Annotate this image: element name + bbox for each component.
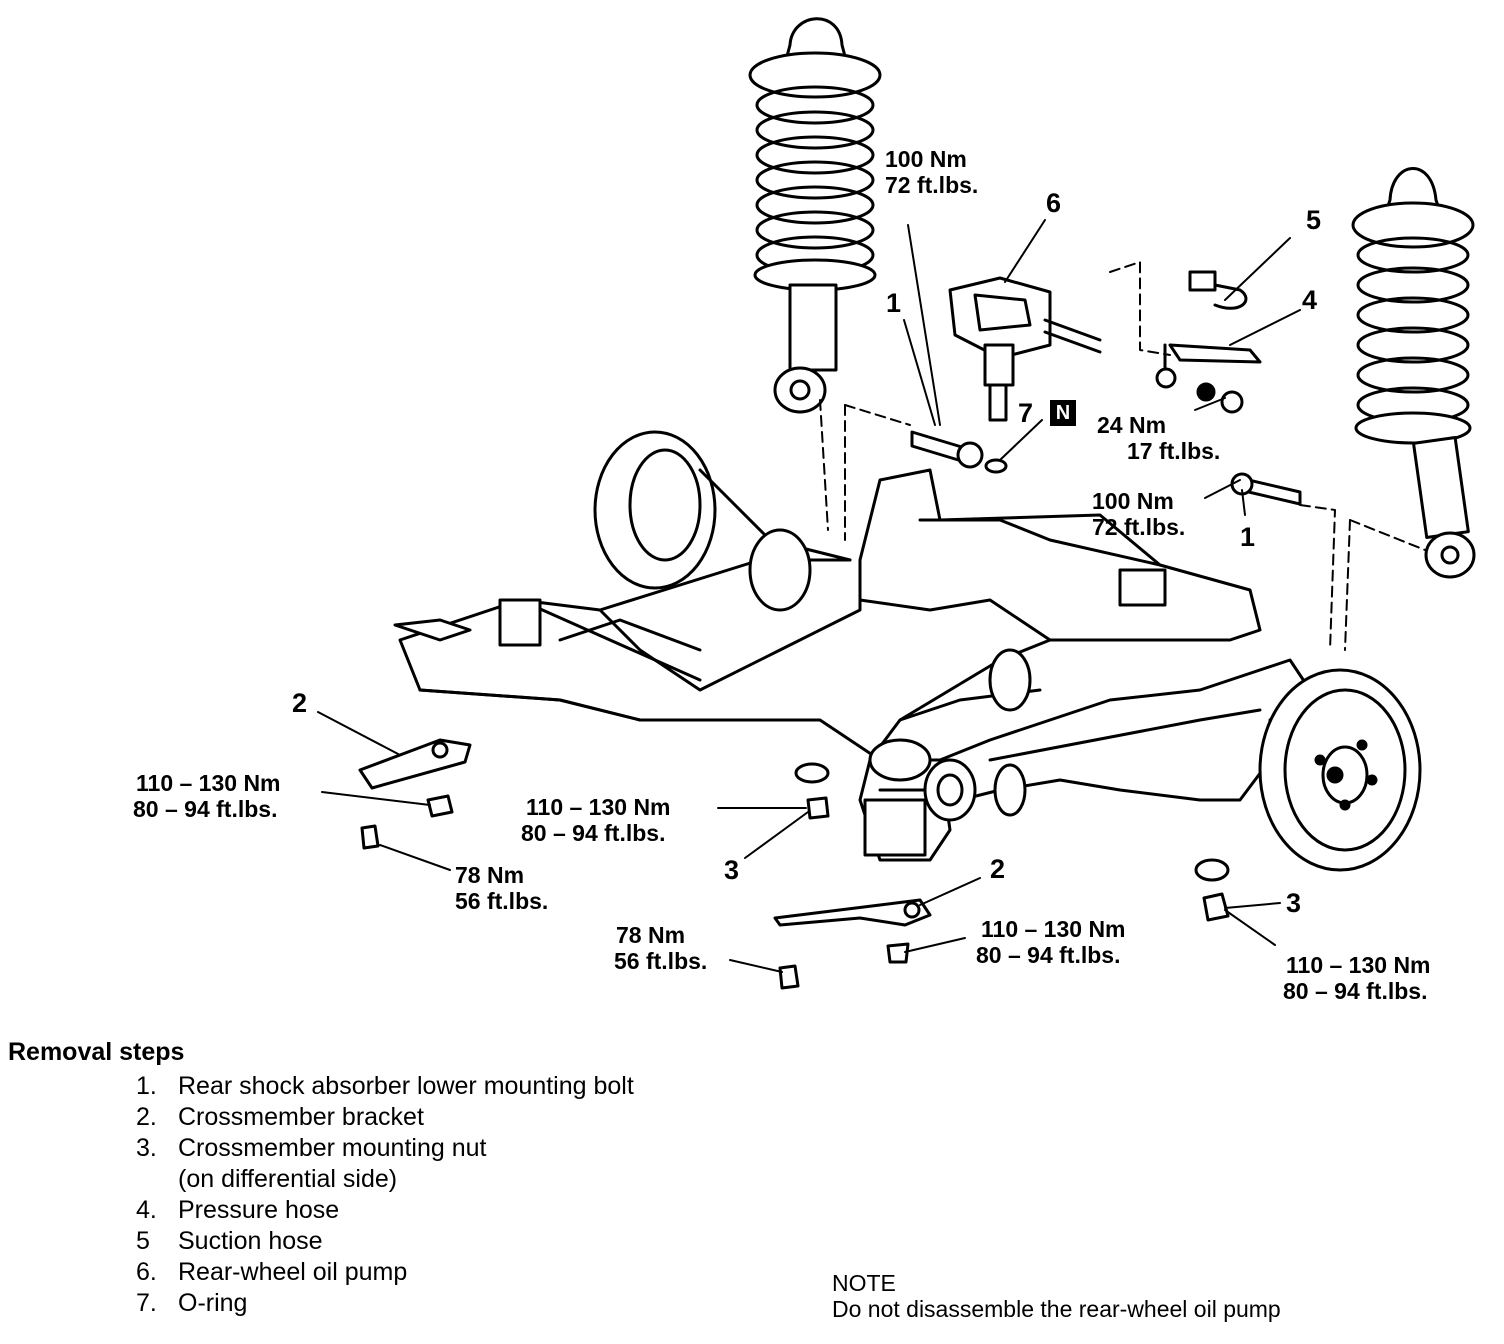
step-text: Crossmember mounting nut (178, 1134, 487, 1162)
callout-4: 4 (1302, 285, 1318, 315)
torque-nm: 24 Nm (1097, 412, 1167, 438)
list-item: 5 Suction hose (136, 1226, 634, 1257)
list-item: 2. Crossmember bracket (136, 1102, 634, 1133)
list-item: 4. Pressure hose (136, 1195, 634, 1226)
hose-assembly (1155, 270, 1262, 414)
torque-nm: 110 – 130 Nm (1286, 952, 1431, 978)
note-text: Do not disassemble the rear-wheel oil pu… (832, 1296, 1281, 1322)
callout-2-left: 2 (292, 688, 308, 718)
crossmember-assembly (393, 468, 1312, 862)
left-brake-disc (593, 430, 717, 590)
torque-ftlbs: 17 ft.lbs. (1127, 438, 1221, 465)
torque-ftlbs: 56 ft.lbs. (614, 948, 708, 975)
callout-1-upper: 1 (886, 288, 902, 318)
crossmember-nuts (360, 762, 1230, 990)
torque-nm: 78 Nm (616, 922, 686, 948)
torque-nm: 78 Nm (455, 862, 525, 888)
mounting-bolts (910, 430, 1302, 506)
torque-label-left-nut: 110 – 130 Nm 80 – 94 ft.lbs. (133, 770, 281, 822)
rear-wheel-oil-pump (948, 276, 1102, 422)
removal-steps: Removal steps 1. Rear shock absorber lowe… (8, 1038, 634, 1319)
torque-nm: 100 Nm (1092, 488, 1174, 514)
torque-ftlbs: 80 – 94 ft.lbs. (521, 820, 666, 847)
torque-ftlbs: 80 – 94 ft.lbs. (976, 942, 1121, 969)
callout-1-right: 1 (1240, 522, 1256, 552)
step-number: 4. (136, 1196, 157, 1224)
step-text: Suction hose (178, 1227, 323, 1255)
callout-6: 6 (1046, 188, 1062, 218)
torque-ftlbs: 56 ft.lbs. (455, 888, 549, 915)
callout-7: 7 (1018, 398, 1034, 428)
list-item: 1. Rear shock absorber lower mounting bol… (136, 1071, 634, 1102)
note-block: NOTE Do not disassemble the rear-wheel o… (832, 1270, 1281, 1322)
step-number: 5 (136, 1227, 150, 1255)
note-title: NOTE (832, 1270, 896, 1296)
torque-ftlbs: 72 ft.lbs. (1092, 514, 1186, 541)
torque-nm: 100 Nm (885, 146, 967, 172)
removal-steps-list: 1. Rear shock absorber lower mounting bol… (8, 1071, 634, 1319)
right-brake-disc (1258, 668, 1422, 872)
step-text: Rear-wheel oil pump (178, 1258, 408, 1286)
step-text: Pressure hose (178, 1196, 340, 1224)
step-number: 7. (136, 1289, 157, 1317)
step-number: 3. (136, 1134, 157, 1162)
torque-ftlbs: 80 – 94 ft.lbs. (133, 796, 278, 823)
torque-ftlbs: 80 – 94 ft.lbs. (1283, 978, 1428, 1005)
torque-ftlbs: 72 ft.lbs. (885, 172, 979, 199)
torque-label-center-nut: 110 – 130 Nm 80 – 94 ft.lbs. (521, 794, 671, 846)
step-subtext: (on differential side) (178, 1165, 398, 1193)
torque-label-hose-nut: 24 Nm 17 ft.lbs. (1097, 412, 1220, 464)
callout-3-right: 3 (1286, 888, 1302, 918)
torque-label-left-bolt: 78 Nm 56 ft.lbs. (455, 862, 548, 914)
torque-nm: 110 – 130 Nm (981, 916, 1126, 942)
removal-steps-title: Removal steps (8, 1038, 185, 1066)
callout-5: 5 (1306, 205, 1322, 235)
step-number: 1. (136, 1072, 157, 1100)
leader-lines (317, 219, 1301, 973)
step-text: O-ring (178, 1289, 248, 1317)
torque-label-bottom-nut: 110 – 130 Nm 80 – 94 ft.lbs. (976, 916, 1126, 968)
crossmember-brackets (358, 738, 932, 927)
left-shock-absorber (748, 17, 882, 414)
torque-label-bottom-bolt: 78 Nm 56 ft.lbs. (614, 922, 707, 974)
step-text: Crossmember bracket (178, 1103, 424, 1131)
callout-2-bottom: 2 (990, 854, 1006, 884)
torque-nm: 110 – 130 Nm (526, 794, 671, 820)
list-item: 7. O-ring (136, 1288, 634, 1319)
torque-label-upper-bolt: 100 Nm 72 ft.lbs. (885, 146, 978, 198)
new-part-badge: N (1050, 400, 1076, 426)
right-shock-absorber (1351, 167, 1476, 579)
assembly-lines (819, 261, 1426, 651)
torque-label-right-bolt: 100 Nm 72 ft.lbs. (1092, 488, 1185, 540)
step-number: 6. (136, 1258, 157, 1286)
torque-nm: 110 – 130 Nm (136, 770, 281, 796)
callout-3-center: 3 (724, 855, 740, 885)
step-text: Rear shock absorber lower mounting bolt (178, 1072, 634, 1100)
torque-label-right-nut: 110 – 130 Nm 80 – 94 ft.lbs. (1283, 952, 1431, 1004)
list-item: 6. Rear-wheel oil pump (136, 1257, 634, 1288)
step-number: 2. (136, 1103, 157, 1131)
list-item: 3. Crossmember mounting nut (on differenti… (136, 1133, 634, 1195)
